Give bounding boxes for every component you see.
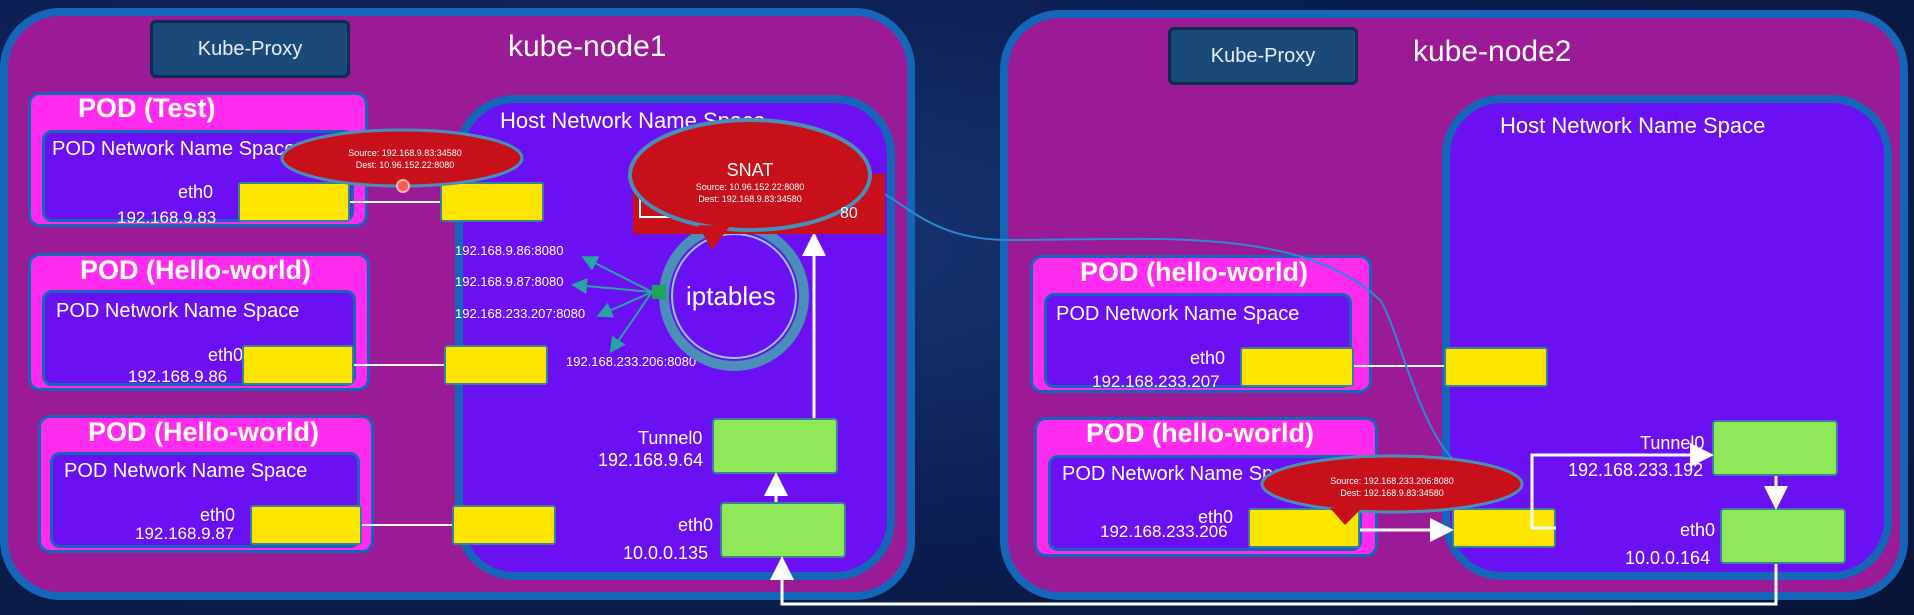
iptables-node [652,285,666,299]
packet-node2-dest: Dest: 192.168.9.83:34580 [1340,488,1444,498]
node1-title: kube-node1 [508,30,667,63]
iptables-label: iptables [686,281,776,311]
iptables-target-1: 192.168.9.86:8080 [455,243,564,258]
veth-node1-pod-test[interactable] [440,182,544,222]
pod-hello-world-206-namespace-title: POD Network Name Space [1062,463,1306,485]
pod-test-namespace-title: POD Network Name Space [52,138,296,160]
node1-eth0-label: eth0 [678,515,714,535]
pod-hello-world-1-ip: 192.168.9.86 [128,367,228,386]
snat-bubble [628,118,872,232]
node2-tunnel-ip: 192.168.233.192 [1568,460,1704,480]
iptables-target-2: 192.168.9.87:8080 [455,274,564,289]
pod-hello-world-206-eth-label: eth0 [1198,507,1234,527]
node2-eth0-ip: 10.0.0.164 [1625,548,1711,568]
packet-bubble-node2 [1260,454,1524,514]
snat-title: SNAT [726,160,774,180]
pod-hello-world-206-ip: 192.168.233.206 [1100,522,1228,541]
pod-hello-world-207-ip: 192.168.233.207 [1092,372,1220,391]
pod-hello-world-2-ip: 192.168.9.87 [135,524,235,543]
pod-test-eth0-interface[interactable] [238,182,350,222]
packet-bubble-node1-text: Source: 192.168.9.83:34580 Dest: 10.96.1… [340,147,470,171]
pod-hello-world-207-title: POD (hello-world) [1080,257,1308,287]
iptables-arrow-2 [571,278,653,295]
pod-hello-world-207-namespace-title: POD Network Name Space [1056,303,1300,325]
packet-bubble-node2-tail [1330,508,1362,525]
pod-hello-world-1-namespace-title: POD Network Name Space [56,300,300,322]
kube-proxy-node1[interactable]: Kube-Proxy [150,20,350,78]
pod-hello-world-207-eth-label: eth0 [1190,348,1226,368]
node2-tunnel-label: Tunnel0 [1640,433,1705,453]
veth-node1-pod-hello-1[interactable] [444,345,548,385]
iptables-target-3: 192.168.233.207:8080 [455,306,586,321]
pod-hello-world-1-eth-label: eth0 [208,345,244,365]
pod-hello-world-206-title: POD (hello-world) [1086,418,1314,448]
packet-bubble-node2-text: Source: 192.168.233.206:8080 Dest: 192.1… [1317,475,1467,499]
link-node2-eth0-to-node1-eth0 [770,556,1778,606]
pod-test-ip: 192.168.9.83 [117,208,217,227]
iptables-target-4: 192.168.233.206:8080 [566,354,697,369]
pod-hello-world-2-namespace-title: POD Network Name Space [64,460,308,482]
pod-hello-world-1-title: POD (Hello-world) [80,255,311,285]
iptables-arrow-1 [581,256,653,293]
arrow-veth-to-tunnel-node2 [1530,443,1714,530]
node1-tunnel-label: Tunnel0 [638,428,703,448]
packet-node1-source: Source: 192.168.9.83:34580 [348,148,462,158]
snat-text: SNAT Source: 10.96.152.22:8080 Dest: 192… [685,160,815,205]
node1-tunnel0-interface[interactable] [712,418,838,474]
flow-curve [825,182,1466,471]
packet-node2-source: Source: 192.168.233.206:8080 [1330,476,1454,486]
pod-test-title: POD (Test) [78,93,216,123]
node2-eth0-label: eth0 [1680,520,1716,540]
node1-eth0-ip: 10.0.0.135 [623,543,709,563]
snat-dest: Dest: 192.168.9.83:34580 [698,194,802,204]
kube-proxy-node2[interactable]: Kube-Proxy [1168,27,1358,85]
pod-hello-world-2-eth0-interface[interactable] [250,505,362,545]
packet-dot [396,179,410,193]
pod-test-eth-label: eth0 [178,182,214,202]
snat-partial-text: 80 [840,205,858,222]
veth-node1-pod-hello-2[interactable] [452,505,556,545]
node1-eth0-interface[interactable] [720,502,846,558]
node2-title: kube-node2 [1413,35,1572,68]
node2-eth0-interface[interactable] [1720,508,1846,564]
node2-host-namespace-title: Host Network Name Space [1500,113,1766,138]
pod-hello-world-2-title: POD (Hello-world) [88,417,319,447]
node1-tunnel-ip: 192.168.9.64 [598,450,704,470]
packet-node1-dest: Dest: 10.96.152.22:8080 [355,160,455,170]
iptables-arrow-4 [609,291,653,354]
iptables-arrow-3 [596,291,653,318]
veth-node2-pod-207[interactable] [1444,347,1548,387]
snat-source: Source: 10.96.152.22:8080 [695,182,805,192]
pod-hello-world-207-eth0-interface[interactable] [1240,347,1354,387]
snat-bubble-tail [698,225,730,250]
pod-hello-world-1-eth0-interface[interactable] [242,345,354,385]
pod-hello-world-2-eth-label: eth0 [200,505,236,525]
node2-host-namespace [1442,95,1892,580]
